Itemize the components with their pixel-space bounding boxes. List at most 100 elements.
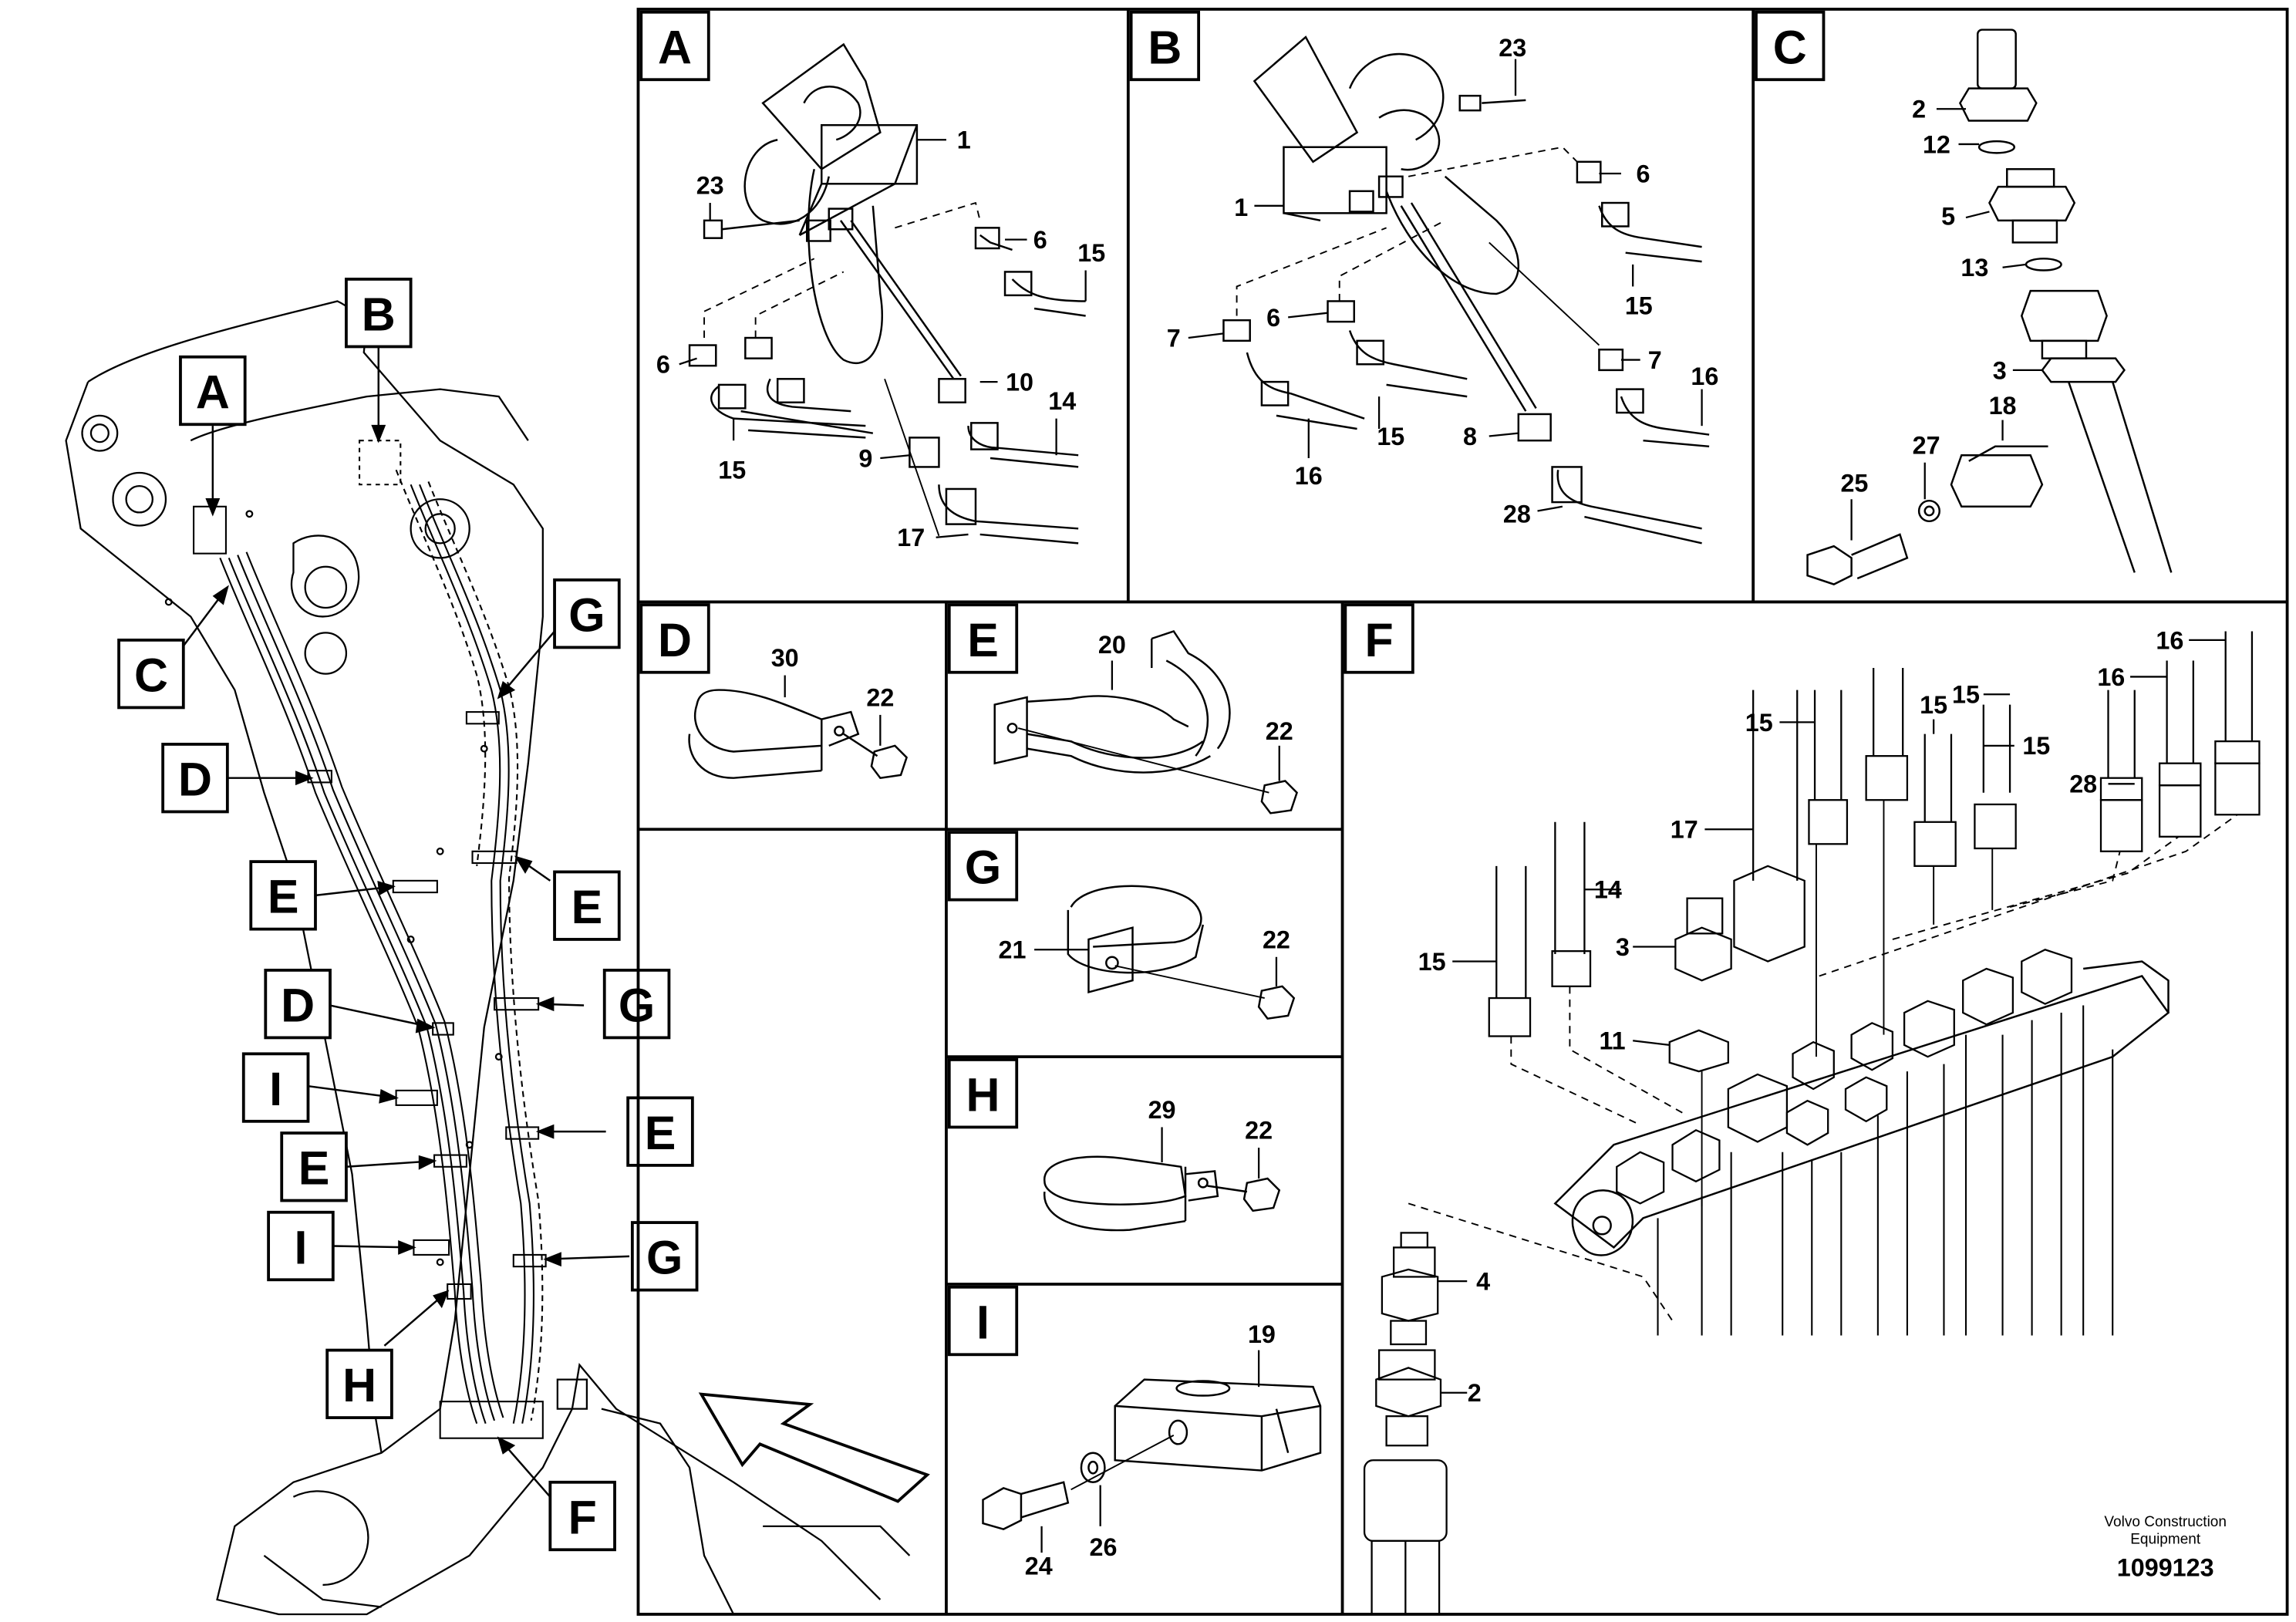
panel-i-drawing — [982, 1378, 1322, 1530]
overview-label-e: E — [298, 1142, 330, 1195]
panel-a-callout: 17 — [897, 524, 925, 551]
panel-h-label: H — [966, 1069, 1000, 1121]
footer-company-line1: Volvo Construction — [2104, 1514, 2227, 1530]
panel-f-callout: 15 — [1745, 709, 1773, 737]
footer: Volvo Construction Equipment 1099123 — [2104, 1514, 2227, 1582]
panel-e-leaders — [1111, 660, 1280, 781]
panel-c-callout: 3 — [1993, 356, 2007, 384]
panel-f-callout: 2 — [1468, 1379, 1482, 1407]
panel-f-drawing — [1363, 631, 2261, 1616]
panel-d-callouts: 30 22 — [771, 644, 895, 711]
overview-label-d: D — [281, 979, 315, 1031]
panel-i-callout: 24 — [1025, 1553, 1053, 1580]
panel-f-callout: 4 — [1476, 1268, 1490, 1296]
panel-f-callout: 14 — [1594, 876, 1622, 904]
panel-a-leaders — [679, 139, 1087, 538]
panel-b-callout: 16 — [1691, 363, 1718, 390]
overview-label-c: C — [134, 649, 168, 701]
panel-g-label: G — [965, 841, 1001, 894]
panel-d-callout: 22 — [866, 683, 894, 711]
overview-label-e: E — [571, 881, 603, 933]
view-direction-arrow — [698, 1392, 930, 1503]
panel-e-callouts: 20 22 — [1098, 631, 1293, 745]
panel-h-callout: 22 — [1245, 1117, 1273, 1145]
panel-b-callouts: 23 6 1 15 7 6 7 16 15 16 8 28 — [1167, 34, 1719, 528]
panel-b-callout: 16 — [1295, 462, 1323, 490]
overview-label-boxes — [117, 278, 699, 1552]
overview-label-g: G — [568, 588, 605, 641]
overview-label-a: A — [196, 366, 230, 418]
panel-a-callout: 6 — [1033, 226, 1047, 254]
panel-g-callouts: 21 22 — [999, 926, 1290, 963]
panel-d-leaders — [784, 675, 882, 746]
panel-b-drawing — [1222, 35, 1710, 545]
panel-b-label: B — [1148, 21, 1182, 73]
panel-a-drawing — [688, 42, 1086, 545]
panel-b-callout: 15 — [1625, 292, 1653, 320]
panel-a-callout: 15 — [1077, 239, 1105, 267]
boom-hydraulic-lines — [193, 440, 547, 1439]
overview-label-g: G — [646, 1232, 683, 1284]
panel-a-callout: 1 — [957, 126, 971, 154]
panel-i-callout: 19 — [1248, 1320, 1276, 1348]
panel-f-callout: 15 — [2022, 732, 2050, 760]
panel-label-tabs — [639, 10, 1826, 1357]
panel-c-callout: 12 — [1923, 130, 1950, 158]
overview-label-d: D — [178, 754, 212, 806]
panel-b-callout: 23 — [1499, 34, 1526, 62]
panel-g-drawing — [1067, 885, 1296, 1020]
panel-b-callout: 6 — [1266, 304, 1280, 332]
panel-d-callout: 30 — [771, 644, 799, 672]
panel-g-leaders — [1034, 949, 1278, 986]
panel-b-callout: 8 — [1463, 423, 1477, 450]
panel-f-callout: 11 — [1599, 1027, 1625, 1055]
panel-f-callout: 28 — [2069, 771, 2097, 798]
overview-label-i: I — [269, 1063, 282, 1115]
panel-g-callout: 22 — [1263, 926, 1290, 953]
panel-a-callout: 10 — [1006, 369, 1033, 396]
panel-i-leaders — [1040, 1350, 1260, 1553]
overview-label-f: F — [568, 1491, 597, 1543]
overview-label-b: B — [362, 288, 396, 341]
panel-c-callouts: 2 12 5 13 3 18 27 25 — [1840, 96, 2016, 497]
panel-c-label: C — [1773, 21, 1807, 73]
panel-c-callout: 5 — [1941, 203, 1955, 231]
panel-a-callout: 23 — [696, 172, 724, 200]
panel-e-callout: 20 — [1098, 631, 1126, 659]
panel-f-callout: 16 — [2156, 626, 2183, 654]
panel-b-callout: 6 — [1637, 160, 1650, 187]
panel-b-leaders — [1188, 59, 1703, 512]
panel-f-leaders — [1438, 639, 2226, 1394]
footer-company-line2: Equipment — [2130, 1532, 2201, 1548]
panel-b-callout: 1 — [1234, 194, 1248, 221]
panel-i-label: I — [976, 1296, 990, 1348]
panel-h-callouts: 29 22 — [1148, 1096, 1273, 1145]
panel-f-callout: 15 — [1920, 691, 1947, 719]
panel-g-callout: 21 — [999, 936, 1027, 964]
panel-c-leaders — [1850, 108, 2042, 541]
panel-c-callout: 25 — [1840, 470, 1868, 497]
panel-h-leaders — [1161, 1127, 1260, 1179]
overview-label-e: E — [268, 871, 299, 923]
panel-b-callout: 28 — [1503, 501, 1531, 528]
panel-a-callout: 14 — [1048, 387, 1076, 415]
detail-panel-frames — [636, 8, 2289, 1616]
panel-f-callout: 3 — [1616, 933, 1630, 961]
panel-a-callout: 6 — [656, 351, 670, 379]
panel-f-label: F — [1365, 614, 1394, 666]
panel-c-callout: 13 — [1961, 254, 1988, 282]
panel-a-callouts: 1 23 6 15 6 10 14 9 17 15 — [656, 126, 1105, 552]
panel-f-callout: 17 — [1671, 816, 1698, 844]
footer-drawing-number: 1099123 — [2117, 1554, 2214, 1582]
panel-h-drawing — [1043, 1155, 1281, 1232]
panel-b-callout: 15 — [1377, 423, 1404, 450]
panel-h-callout: 29 — [1148, 1096, 1176, 1124]
overview-label-e: E — [645, 1107, 676, 1159]
panel-c-drawing — [1806, 29, 2173, 585]
overview-label-text: A B C D E E G D G I E E I G H F — [134, 288, 683, 1544]
panel-f-callout: 15 — [1952, 681, 1980, 709]
panel-a-callout: 15 — [718, 457, 746, 484]
panel-a-callout: 9 — [858, 444, 872, 472]
panel-i-callouts: 19 24 26 — [1025, 1320, 1276, 1580]
